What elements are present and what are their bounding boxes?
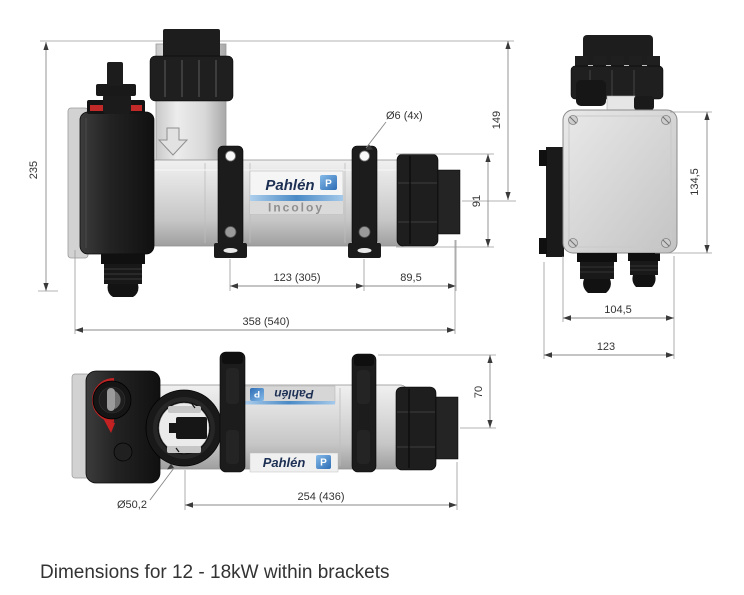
brand-logo-letter: P: [320, 458, 327, 469]
thermostat-dial: [92, 378, 132, 433]
dim-box-width: 104,5: [562, 256, 675, 322]
cable-gland: [101, 254, 145, 297]
wall-bracket-edge: [539, 147, 564, 257]
dim-bore-value: Ø50,2: [117, 499, 147, 511]
dim-bracket-spacing: 123 (305): [229, 259, 365, 291]
dim-mount-hole-callout: Ø6 (4x): [365, 110, 423, 150]
outlet-union-nut: [396, 153, 439, 247]
bottom-view: Pahlén P Pahlén P: [71, 351, 496, 511]
brand-logo-icon: [250, 388, 264, 401]
outlet-union-nut: [395, 386, 437, 471]
bracket-slot: [357, 248, 372, 253]
dim-inlet-height: 149: [462, 41, 516, 202]
dial-slot: [107, 388, 115, 411]
bracket-slot: [223, 248, 238, 253]
side-view: Pahlén P Incoloy: [28, 29, 516, 334]
inlet-pipe-stub: [163, 29, 220, 58]
mounting-bracket-right: [348, 145, 381, 258]
dim-total-length: 358 (540): [74, 240, 456, 334]
junction-box: [79, 111, 155, 255]
dim-bracket-to-end: 89,5: [364, 240, 457, 291]
cable-gland-right: [628, 253, 660, 287]
thermostat-knob: [87, 62, 145, 114]
dial-pointer: [103, 418, 115, 433]
dim-box-width-value: 104,5: [604, 304, 632, 316]
brand-label: Pahlén P Incoloy: [249, 170, 344, 215]
brand-name: Pahlén: [263, 455, 306, 470]
dim-inlet-height-value: 149: [491, 111, 503, 129]
bracket-hole: [359, 150, 370, 162]
mounting-bracket-left: [214, 145, 247, 258]
dim-total-height-value: 235: [28, 161, 40, 179]
dim-total-length-value: 358 (540): [242, 316, 289, 328]
lid-screws: [568, 115, 671, 248]
dim-mount-hole-value: Ø6 (4x): [386, 110, 423, 122]
dim-total-depth-value: 123: [597, 341, 615, 353]
brand-stripe: [243, 401, 335, 405]
dim-total-height: 235: [28, 42, 58, 292]
brand-stripe: [250, 195, 343, 201]
dim-bore-callout: Ø50,2: [117, 463, 175, 511]
drain-fitting: [576, 80, 606, 106]
bracket-hole: [225, 150, 236, 162]
brand-logo-letter: P: [254, 389, 260, 399]
brand-logo-letter: P: [325, 179, 332, 190]
dim-union-diameter-value: 91: [471, 195, 483, 207]
dim-length: 254 (436): [184, 462, 458, 510]
dim-total-depth: 123: [543, 262, 675, 359]
dim-bracket-to-center: 70: [378, 354, 496, 429]
element-housing: [176, 417, 207, 439]
brand-name: Pahlén: [265, 177, 314, 194]
dim-union-diameter: 91: [396, 153, 494, 248]
caption: Dimensions for 12 - 18kW within brackets: [40, 562, 390, 583]
model-plate: [250, 201, 343, 214]
junction-box-front: [562, 109, 678, 254]
dim-box-height-value: 134,5: [689, 168, 701, 196]
bracket-screw: [358, 226, 371, 238]
dim-bracket-to-end-value: 89,5: [400, 272, 421, 284]
inlet-union-nut: [149, 55, 234, 102]
inlet-union-ring: [145, 389, 223, 467]
brand-label-bottom: Pahlén P: [249, 452, 339, 473]
outlet-pipe-end: [435, 396, 459, 460]
brand-logo-icon: [316, 455, 331, 469]
outlet-pipe-end: [437, 169, 461, 235]
brand-name: Pahlén: [274, 387, 313, 401]
dim-bracket-to-center-value: 70: [473, 386, 485, 398]
mounting-bracket-right: [351, 353, 377, 473]
dim-box-height: 134,5: [655, 111, 712, 254]
end-view: 134,5 104,5 123: [539, 35, 712, 359]
dim-length-value: 254 (436): [297, 491, 344, 503]
mounting-bracket-left: [219, 351, 246, 473]
dim-bracket-spacing-value: 123 (305): [273, 272, 320, 284]
reset-button: [113, 442, 133, 462]
bracket-screw: [224, 226, 237, 238]
pipe-stub-right: [634, 96, 654, 110]
cable-gland-left: [577, 253, 617, 293]
brand-label-top: Pahlén P: [242, 385, 336, 405]
brand-logo-icon: [320, 175, 337, 190]
flow-arrow-icon: [157, 127, 189, 156]
model-name: Incoloy: [268, 201, 324, 215]
